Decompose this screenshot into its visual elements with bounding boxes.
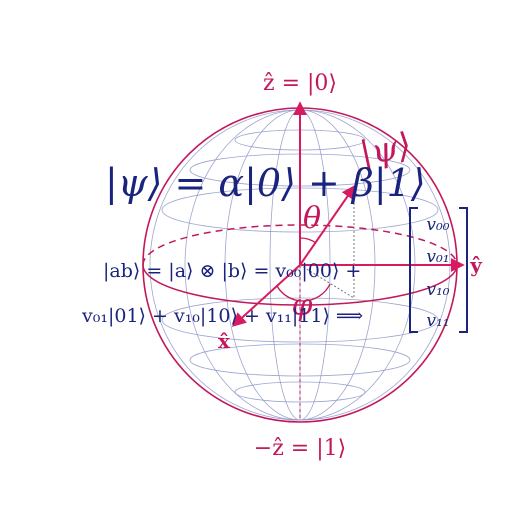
state-vector-column: v₀₀ v₀₁ v₁₀ v₁₁ (409, 207, 468, 333)
phi-label: φ (291, 288, 312, 323)
vector-entry-v01: v₀₁ (426, 247, 449, 267)
qubit-state-equation: |ψ⟩ = α|0⟩ + β|1⟩ (105, 161, 426, 205)
phi-arc (276, 283, 331, 302)
y-axis-label: ŷ (469, 253, 483, 277)
theta-label: θ (303, 201, 321, 236)
vector-entry-v00: v₀₀ (426, 215, 449, 235)
two-qubit-equation-line2: v₀₁|01⟩ + v₁₀|10⟩ + v₁₁|11⟩ ⟹ (81, 305, 363, 327)
left-bracket (409, 207, 418, 333)
x-axis-label: x̂ (218, 329, 231, 353)
z-minus-label: −ẑ = |1⟩ (254, 436, 346, 461)
x-axis (231, 264, 301, 327)
projection-horizontal (299, 264, 355, 299)
vector-entry-v10: v₁₀ (426, 280, 449, 300)
state-vector (299, 184, 356, 266)
right-bracket (459, 207, 468, 333)
theta-arc (299, 237, 317, 244)
vector-entry-v11: v₁₁ (426, 311, 449, 331)
z-plus-label: ẑ = |0⟩ (263, 71, 337, 96)
two-qubit-equation-line1: |ab⟩ = |a⟩ ⊗ |b⟩ = v₀₀|00⟩ + (103, 260, 361, 282)
equator-front (142, 264, 458, 306)
